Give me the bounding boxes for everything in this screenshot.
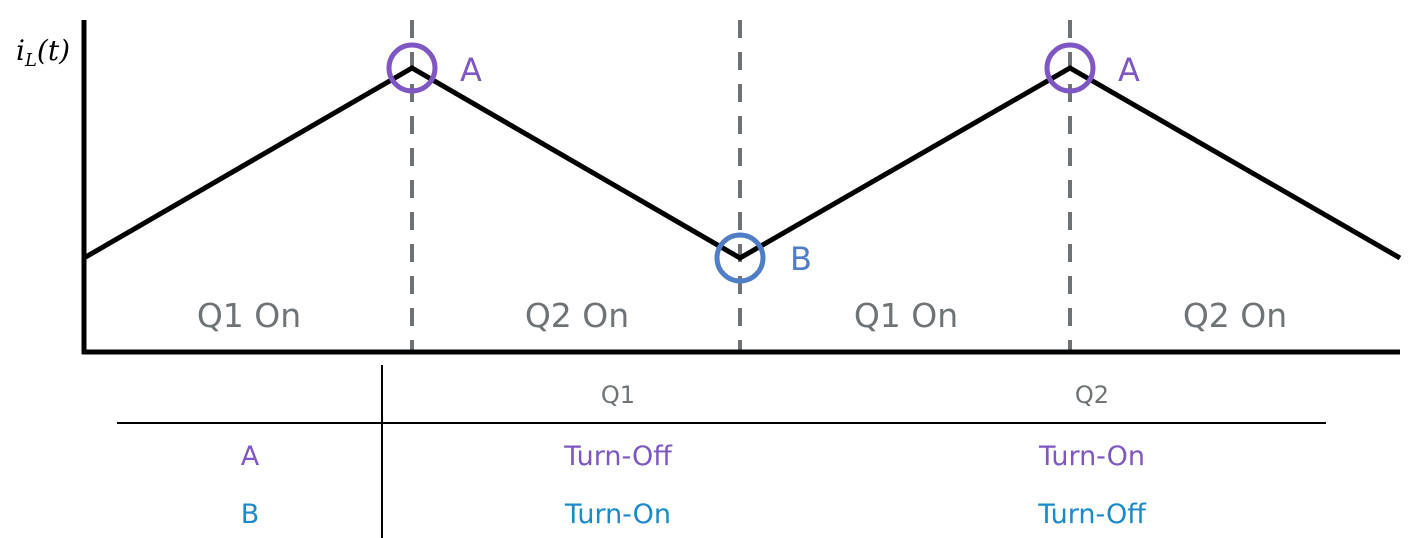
region-label: Q2 On — [1183, 296, 1287, 335]
table-row-label: B — [241, 499, 260, 530]
point-b-label: B — [790, 240, 812, 278]
table-cell: Turn-On — [1038, 441, 1145, 472]
point-a-marker — [386, 42, 438, 94]
table-cell: Turn-Off — [1037, 499, 1147, 530]
point-a-marker — [1044, 42, 1096, 94]
table-cell: Turn-On — [564, 499, 671, 530]
switching-boundaries — [410, 20, 1072, 352]
current-waveform — [82, 65, 1402, 261]
point-b-marker — [714, 232, 766, 284]
table-header-q1: Q1 — [601, 381, 635, 409]
table-header-q2: Q2 — [1075, 381, 1109, 409]
table-cell: Turn-Off — [563, 441, 673, 472]
point-a-label: A — [1118, 51, 1140, 89]
region-label: Q2 On — [525, 296, 629, 335]
point-a-label: A — [460, 51, 482, 89]
region-label: Q1 On — [854, 296, 958, 335]
switching-table: Q1 Q2 A Turn-Off Turn-On B Turn-On Turn-… — [117, 365, 1326, 538]
y-axis-label: iL(t) — [16, 34, 70, 71]
region-label: Q1 On — [197, 296, 301, 335]
table-row-label: A — [241, 441, 260, 472]
